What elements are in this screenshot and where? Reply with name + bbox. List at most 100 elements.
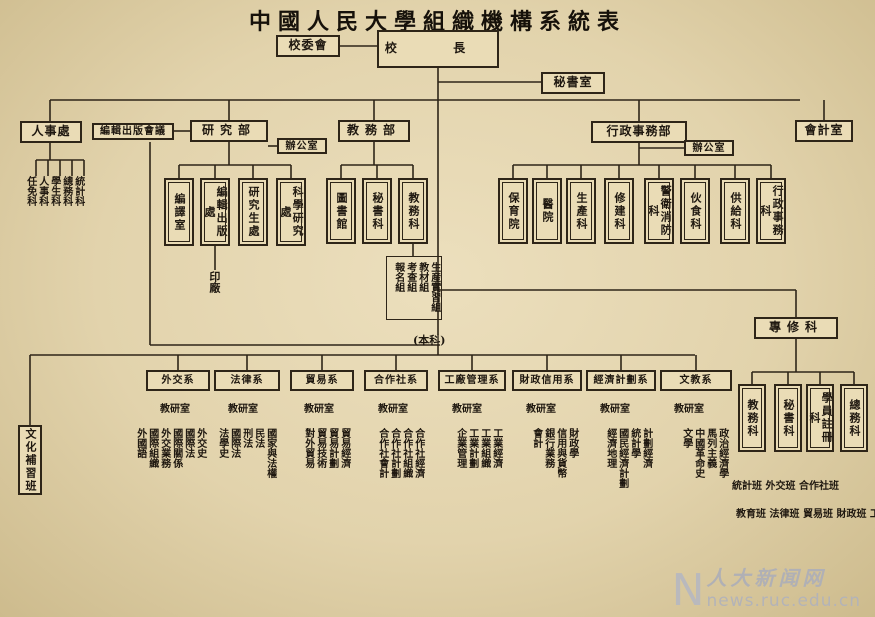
dept-1-subject-4: 法學史 xyxy=(216,428,228,458)
research-dept-box: 研究部 xyxy=(190,120,268,142)
dept-0-subject-2: 國際關係 xyxy=(170,428,182,468)
dept-4: 工廠管理系 xyxy=(438,370,506,391)
admin-unit-3: 修建科 xyxy=(604,178,634,244)
specialty-sub-0: 教務科 xyxy=(738,384,766,452)
dept-office-4: 教研室 xyxy=(452,404,482,415)
dept-3-subject-3: 合作社會計 xyxy=(376,428,388,478)
specialty-sub-3: 總務科 xyxy=(840,384,868,452)
personnel-sub-4: 統計科 xyxy=(72,176,84,206)
dept-6-subject-1: 統計學 xyxy=(628,428,640,458)
dept-3-subject-2: 合作社計劃 xyxy=(388,428,400,478)
accounting-box: 會計室 xyxy=(795,120,853,142)
dept-office-5: 教研室 xyxy=(526,404,556,415)
dept-2-subject-1: 貿易計劃 xyxy=(326,428,338,468)
dept-2-subject-3: 對外貿易 xyxy=(302,428,314,468)
dept-0: 外交系 xyxy=(146,370,210,391)
dept-5-subject-2: 銀行業務 xyxy=(542,428,554,468)
specialty-classes-line-2: 教育班 法律班 貿易班 財政班 工廠班 xyxy=(736,509,875,520)
academic-unit-2: 教務科 xyxy=(398,178,428,244)
academic-affairs-box: 教務部 xyxy=(338,120,410,142)
specialty-classes-line-1: 統計班 外交班 合作社班 xyxy=(732,481,839,492)
dept-0-subject-1: 國際法 xyxy=(182,428,194,458)
dept-office-2: 教研室 xyxy=(304,404,334,415)
academic-sub-2: 考查組 xyxy=(404,262,416,292)
principal-box: 校 長 xyxy=(377,30,499,68)
cadre-school-box: 文化補習班 xyxy=(18,425,42,495)
watermark-logo-letter: N xyxy=(671,565,705,617)
academic-unit-1: 秘書科 xyxy=(362,178,392,244)
council-box: 校委會 xyxy=(276,35,340,57)
dept-6: 經濟計劃系 xyxy=(586,370,656,391)
research-unit-2: 研究生處 xyxy=(238,178,268,246)
dept-7-subject-3: 文學 xyxy=(680,428,692,448)
research-office-box: 辦公室 xyxy=(277,138,327,154)
dept-6-subject-0: 計劃經濟 xyxy=(640,428,652,468)
dept-1-subject-3: 國際法 xyxy=(228,428,240,458)
dept-6-subject-2: 國民經濟計劃 xyxy=(616,428,628,488)
admin-unit-6: 供給科 xyxy=(720,178,750,244)
dept-1: 法律系 xyxy=(214,370,280,391)
academic-sub-1: 教材組 xyxy=(416,262,428,292)
research-unit-3: 科學研究處 xyxy=(276,178,306,246)
dept-2-subject-0: 貿易經濟 xyxy=(338,428,350,468)
dept-3-subject-0: 合作社經濟 xyxy=(412,428,424,478)
watermark-site-name: 人大新闻网 xyxy=(706,566,827,590)
dept-4-subject-1: 工業組織 xyxy=(478,428,490,468)
watermark: N 人大新闻网 news.ruc.edu.cn xyxy=(671,562,861,617)
personnel-sub-2: 學生科 xyxy=(48,176,60,206)
watermark-url: news.ruc.edu.cn xyxy=(706,591,861,611)
general-affairs-box: 行政事務部 xyxy=(591,121,687,143)
dept-office-3: 教研室 xyxy=(378,404,408,415)
dept-2: 貿易系 xyxy=(290,370,354,391)
dept-5-subject-0: 財政學 xyxy=(566,428,578,458)
dept-7-subject-0: 政治經濟學 xyxy=(716,428,728,478)
research-unit-0: 編譯室 xyxy=(164,178,194,246)
dept-1-subject-1: 民法 xyxy=(252,428,264,448)
dept-0-subject-4: 國際組織 xyxy=(146,428,158,468)
dept-7-subject-2: 中國革命史 xyxy=(692,428,704,478)
dept-7-subject-1: 馬列主義 xyxy=(704,428,716,468)
specialty-sub-2: 學員註冊科 xyxy=(806,384,834,452)
admin-unit-4: 警衛消防科 xyxy=(644,178,674,244)
dept-office-6: 教研室 xyxy=(600,404,630,415)
dept-5-subject-3: 會計 xyxy=(530,428,542,448)
dept-3: 合作社系 xyxy=(364,370,428,391)
undergrad-label: (本科) xyxy=(413,334,446,347)
admin-office-box: 辦公室 xyxy=(684,140,734,156)
specialty-sub-1: 秘書科 xyxy=(774,384,802,452)
admin-unit-7: 行政事務科 xyxy=(756,178,786,244)
research-unit-1: 編輯出版處 xyxy=(200,178,230,246)
dept-4-subject-0: 工業經濟 xyxy=(490,428,502,468)
dept-1-subject-0: 國家與法權 xyxy=(264,428,276,478)
specialty-box: 專修科 xyxy=(754,317,838,339)
academic-sub-3: 報名組 xyxy=(392,262,404,292)
dept-5: 財政信用系 xyxy=(512,370,582,391)
personnel-sub-3: 總務科 xyxy=(60,176,72,206)
dept-office-1: 教研室 xyxy=(228,404,258,415)
dept-0-subject-0: 外交史 xyxy=(194,428,206,458)
academic-sub-0: 生産實習組 xyxy=(428,262,440,312)
printing-label: 印廠 xyxy=(207,271,221,293)
dept-6-subject-3: 經濟地理 xyxy=(604,428,616,468)
academic-sub-frame xyxy=(386,256,442,320)
dept-2-subject-2: 貿易技術 xyxy=(314,428,326,468)
admin-unit-5: 伙食科 xyxy=(680,178,710,244)
dept-3-subject-1: 合作社組織 xyxy=(400,428,412,478)
dept-0-subject-5: 外國語 xyxy=(134,428,146,458)
admin-unit-0: 保育院 xyxy=(498,178,528,244)
dept-4-subject-2: 工業計劃 xyxy=(466,428,478,468)
dept-1-subject-2: 刑法 xyxy=(240,428,252,448)
personnel-sub-1: 人事科 xyxy=(36,176,48,206)
dept-0-subject-3: 外交業務 xyxy=(158,428,170,468)
dept-7: 文教系 xyxy=(660,370,732,391)
admin-unit-1: 醫院 xyxy=(532,178,562,244)
dept-4-subject-3: 企業管理 xyxy=(454,428,466,468)
secretariat-box: 秘書室 xyxy=(541,72,605,94)
publishing-committee-box: 編輯出版會議 xyxy=(92,123,174,140)
personnel-sub-0: 任免科 xyxy=(24,176,36,206)
academic-unit-0: 圖書館 xyxy=(326,178,356,244)
dept-office-0: 教研室 xyxy=(160,404,190,415)
personnel-box: 人事處 xyxy=(20,121,82,143)
